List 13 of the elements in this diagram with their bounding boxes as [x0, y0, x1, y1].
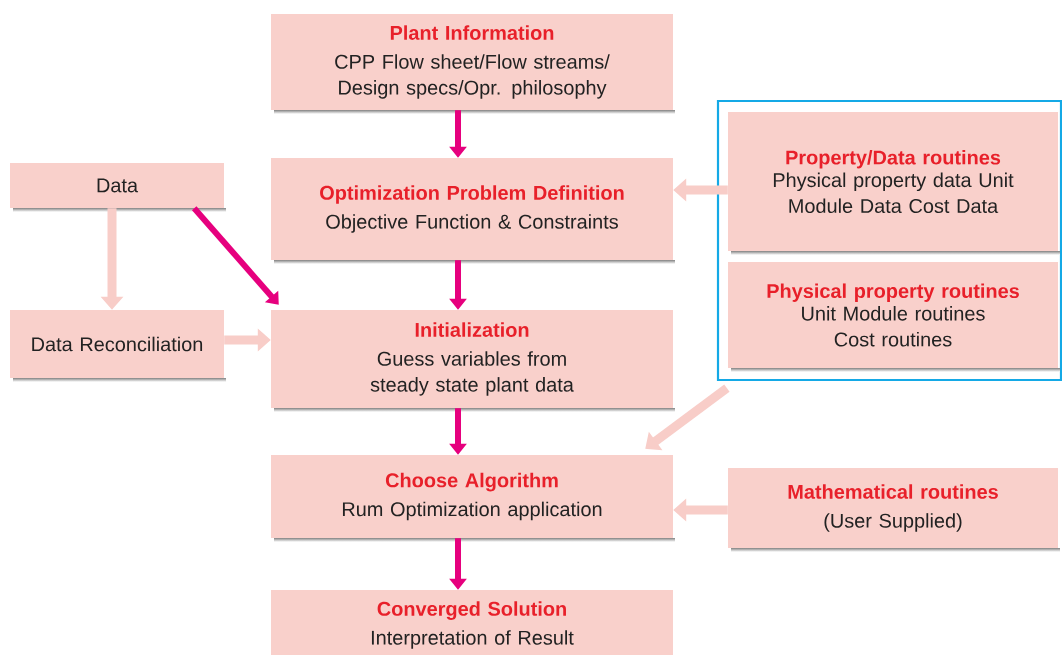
process-box: Data: [10, 163, 226, 212]
arrow: [645, 384, 730, 451]
process-box: Choose Algorithm Rum Optimization application: [271, 455, 675, 542]
group-frame: [716, 99, 1062, 382]
arrow: [191, 206, 279, 305]
process-box: Mathematical routines (User Supplied): [728, 468, 1060, 552]
process-box: Plant Information CPP Flow sheet/Flow streams/ Design specs/Opr. philosophy: [271, 14, 675, 114]
process-box: Data Reconciliation: [10, 310, 226, 382]
process-box: Initialization Guess variables from steady state plant data: [271, 310, 675, 412]
process-box: Optimization Problem Definition Objective Function & Constraints: [271, 158, 675, 264]
process-box: Property/Data routines Physical property data Unit Module Data Cost Data: [728, 112, 1060, 255]
process-box: Physical property routines Unit Module routines Cost routines: [728, 262, 1060, 372]
process-box: Converged Solution Interpretation of Result: [271, 590, 673, 655]
